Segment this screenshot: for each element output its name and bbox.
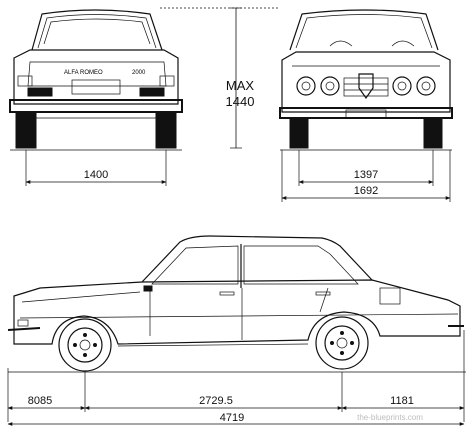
length-dimensions: 8085 2729.5 1181 4719 — [7, 330, 465, 426]
rear-overhang-value: 1181 — [390, 395, 414, 407]
front-track-value: 1397 — [354, 169, 378, 181]
rear-track-value: 1400 — [84, 169, 108, 181]
max-height-value: 1440 — [226, 94, 255, 109]
wheelbase-value: 2729.5 — [199, 395, 233, 407]
rear-view: ALFA ROMEO 2000 — [9, 9, 183, 151]
max-height-label: MAX — [226, 78, 255, 93]
rear-engine-badge: 2000 — [132, 70, 146, 76]
overall-width-value: 1692 — [354, 185, 378, 197]
rear-badge: ALFA ROMEO — [64, 70, 103, 76]
height-dimension: MAX 1440 — [160, 7, 280, 149]
track-dimensions: 1400 1397 1692 — [25, 150, 451, 202]
front-overhang-value: 8085 — [28, 395, 52, 407]
front-view — [279, 9, 453, 151]
watermark: the-blueprints.com — [357, 413, 423, 422]
overall-length-value: 4719 — [220, 412, 244, 424]
side-view — [7, 235, 466, 373]
